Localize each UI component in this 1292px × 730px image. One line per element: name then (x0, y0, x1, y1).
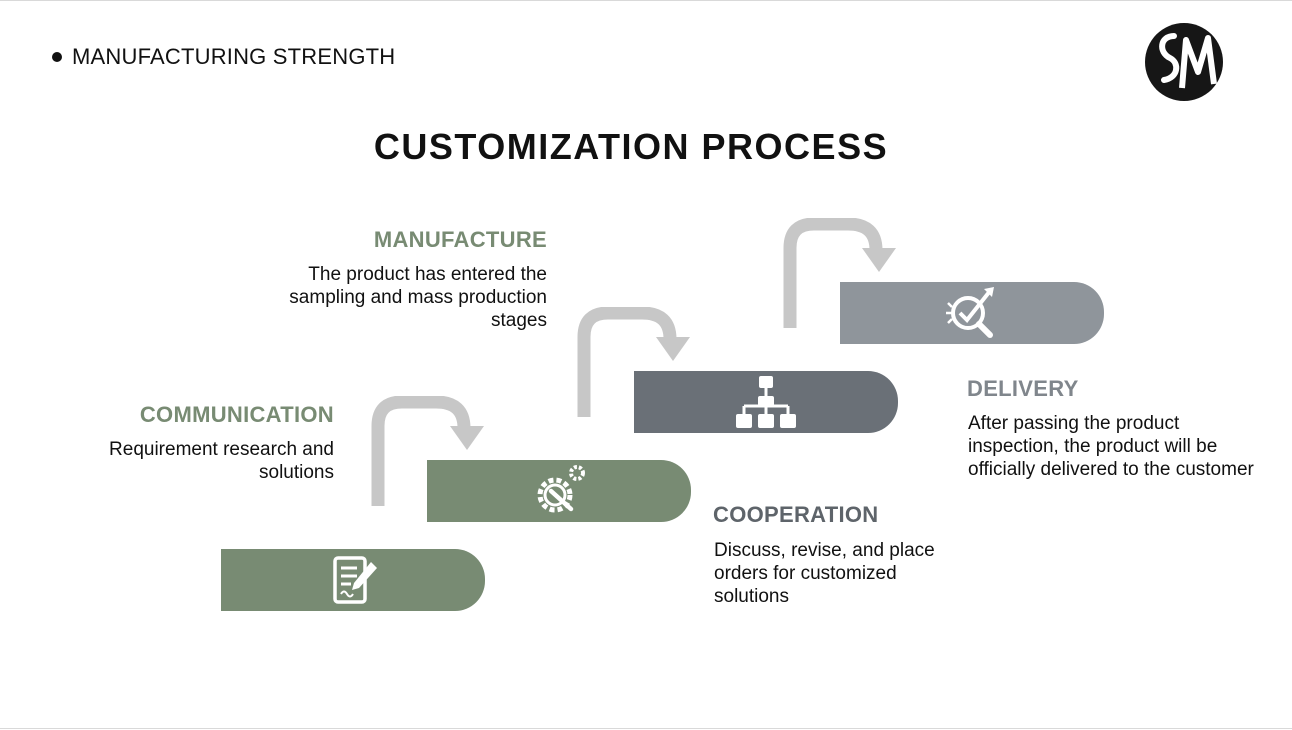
check-magnifier-icon (946, 287, 994, 338)
step-cooperation-title: COOPERATION (713, 502, 879, 527)
arrow-step1-to-step2 (371, 396, 484, 506)
section-label-text: MANUFACTURING STRENGTH (72, 44, 396, 69)
gear-wrench-icon (537, 465, 585, 513)
arrow-step2-to-step3 (577, 307, 690, 417)
top-rule (0, 0, 1292, 1)
page-title: CUSTOMIZATION PROCESS (373, 126, 889, 167)
step-manufacture-block (634, 371, 898, 433)
step-communication-block (221, 549, 485, 611)
section-label: MANUFACTURING STRENGTH (52, 44, 395, 70)
step-manufacture-title: MANUFACTURE (373, 227, 547, 252)
document-pen-icon (333, 556, 377, 604)
bullet-dot (52, 52, 62, 62)
sm-logo-icon (1145, 23, 1223, 101)
step-delivery-title: DELIVERY (967, 376, 1079, 401)
org-chart-icon (736, 376, 796, 428)
step-delivery-description: After passing the product inspection, th… (968, 413, 1254, 480)
arrow-step3-to-step4 (783, 218, 896, 328)
step-manufacture-description: The product has entered the sampling and… (289, 264, 547, 331)
step-cooperation-description: Discuss, revise, and place orders for cu… (714, 540, 935, 607)
step-communication-title: COMMUNICATION (139, 402, 334, 427)
step-delivery-block (840, 282, 1104, 344)
step-communication-description: Requirement research and solutions (109, 439, 334, 483)
bottom-rule (0, 728, 1292, 729)
step-cooperation-block (427, 460, 691, 522)
